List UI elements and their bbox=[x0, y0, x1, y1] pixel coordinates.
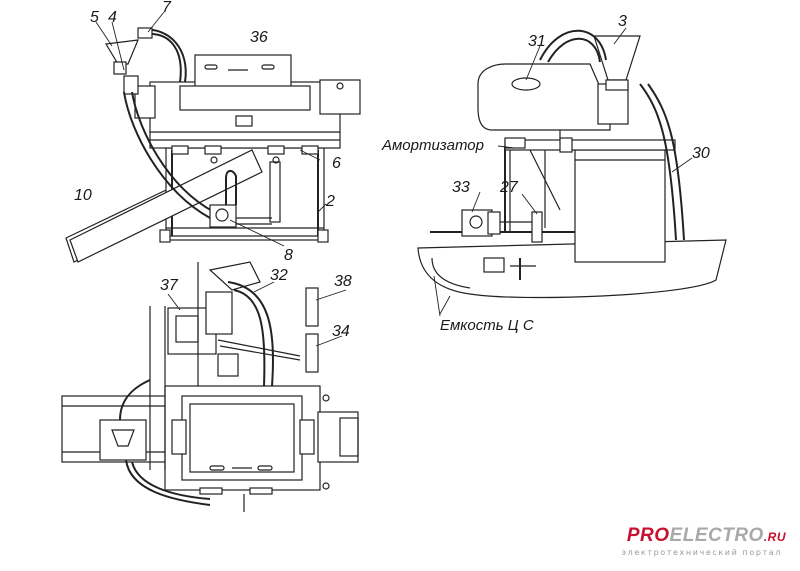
pump-8 bbox=[209, 204, 237, 228]
watermark-subtitle: электротехнический портал bbox=[621, 548, 782, 557]
tank-cs bbox=[417, 239, 727, 299]
drum-side bbox=[574, 149, 666, 263]
hopper-5 bbox=[105, 39, 139, 65]
hopper-3 bbox=[593, 35, 641, 81]
callouts: 5 4 7 36 6 10 2 8 31 3 Амортизатор 30 33… bbox=[74, 0, 710, 340]
pipe-vertical bbox=[269, 161, 281, 223]
label-36: 36 bbox=[250, 29, 268, 46]
label-6: 6 bbox=[332, 155, 341, 172]
label-4: 4 bbox=[108, 9, 117, 26]
shock-absorber-6 bbox=[171, 145, 189, 155]
label-5: 5 bbox=[90, 9, 99, 26]
part-34 bbox=[305, 333, 319, 373]
label-37: 37 bbox=[160, 277, 179, 294]
label-amortizator: Амортизатор bbox=[381, 137, 484, 154]
label-30: 30 bbox=[692, 145, 710, 162]
pipe-30 bbox=[639, 83, 677, 241]
label-2: 2 bbox=[325, 193, 335, 210]
label-33: 33 bbox=[452, 179, 470, 196]
label-10: 10 bbox=[74, 187, 92, 204]
label-32: 32 bbox=[270, 267, 288, 284]
pipe-32 bbox=[227, 281, 275, 387]
plate-side bbox=[504, 139, 676, 151]
body-31 bbox=[477, 63, 611, 131]
part-38 bbox=[305, 287, 319, 327]
front-view-leaders bbox=[95, 11, 327, 247]
side-view-leaders bbox=[433, 27, 693, 317]
watermark-brand: PROELECTRO.RU bbox=[627, 525, 786, 547]
amortizator-box bbox=[504, 137, 526, 149]
hopper-plan bbox=[99, 419, 147, 461]
valve-27 bbox=[531, 211, 543, 243]
plan-view bbox=[61, 261, 359, 512]
plan-view-leaders bbox=[167, 281, 347, 347]
front-view bbox=[65, 27, 361, 263]
label-38: 38 bbox=[334, 273, 352, 290]
label-emkost: Емкость Ц С bbox=[440, 317, 534, 334]
label-8: 8 bbox=[284, 247, 293, 264]
label-27: 27 bbox=[499, 179, 519, 196]
brand-ru: .RU bbox=[763, 530, 786, 544]
brand-electro: ELECTRO bbox=[669, 525, 764, 546]
side-view bbox=[417, 29, 727, 299]
label-7: 7 bbox=[162, 0, 172, 16]
label-31: 31 bbox=[528, 33, 546, 50]
pump-33 bbox=[461, 209, 493, 237]
brand-pro: PRO bbox=[626, 525, 670, 546]
label-34: 34 bbox=[332, 323, 350, 340]
label-3: 3 bbox=[618, 13, 627, 30]
drum-end-right bbox=[317, 411, 359, 463]
